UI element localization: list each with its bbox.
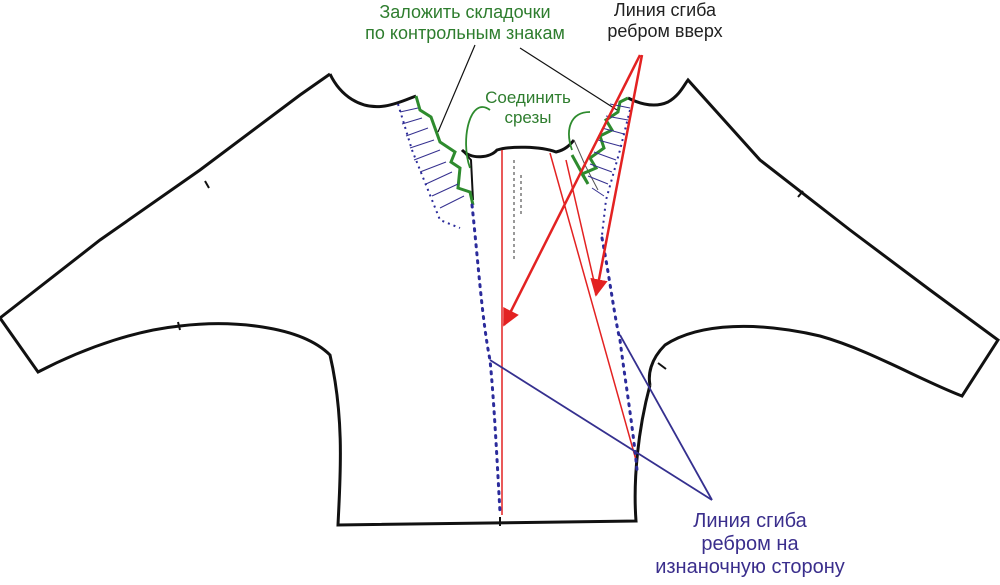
pleats-right [570,96,629,185]
label-fold-rib-inside: Линия сгиба ребром на изнаночную сторону [625,510,875,579]
garment-outline-left [0,72,652,527]
label-fold-up-line2: ребром вверх [607,20,723,41]
garment-outline-right [627,77,1000,398]
label-join-line2: срезы [504,107,552,127]
pleat-dotted-right [601,109,631,236]
label-pleats-line1: Заложить складочки [379,2,551,22]
pleat-hatching-left [399,107,465,209]
label-join-line1: Соединить [485,88,571,107]
label-fold-up-line1: Линия сгиба [613,0,717,20]
arrow-fold-up-1 [502,54,642,327]
fold-line-red-left-part [565,159,597,291]
leader-fold-in-1 [489,359,713,501]
leader-join-right [568,111,591,151]
pleats-left [414,95,475,206]
leader-pleats-left [437,44,476,133]
neck-connector [461,149,474,201]
fold-dotted-blue-left [470,203,502,514]
label-pleats: Заложить складочки по контрольным знакам [330,2,600,43]
leader-pleats-right [519,47,618,111]
label-pleats-line2: по контрольным знакам [365,22,565,43]
neckline-outline [460,139,576,159]
fold-dotted-blue-right [600,236,639,472]
label-fold-in-line3: изнаночную сторону [655,556,845,578]
notch-left-shoulder [204,180,210,189]
leader-fold-in-2 [619,334,713,501]
pleat-hatching-right [587,103,631,197]
label-fold-rib-up: Линия сгиба ребром вверх [585,0,745,41]
label-fold-in-line2: ребром на [701,533,799,555]
notch-right-sleeve [657,362,667,370]
leader-join-left [465,106,491,169]
label-fold-in-line1: Линия сгиба [693,510,807,532]
label-join-edges: Соединить срезы [468,88,588,127]
fold-line-red-right [549,152,637,461]
pleat-dotted-left [397,103,461,229]
notch-left-sleeve [177,321,181,331]
arrow-fold-up-2 [590,54,644,297]
notch-right-shoulder [797,190,804,198]
